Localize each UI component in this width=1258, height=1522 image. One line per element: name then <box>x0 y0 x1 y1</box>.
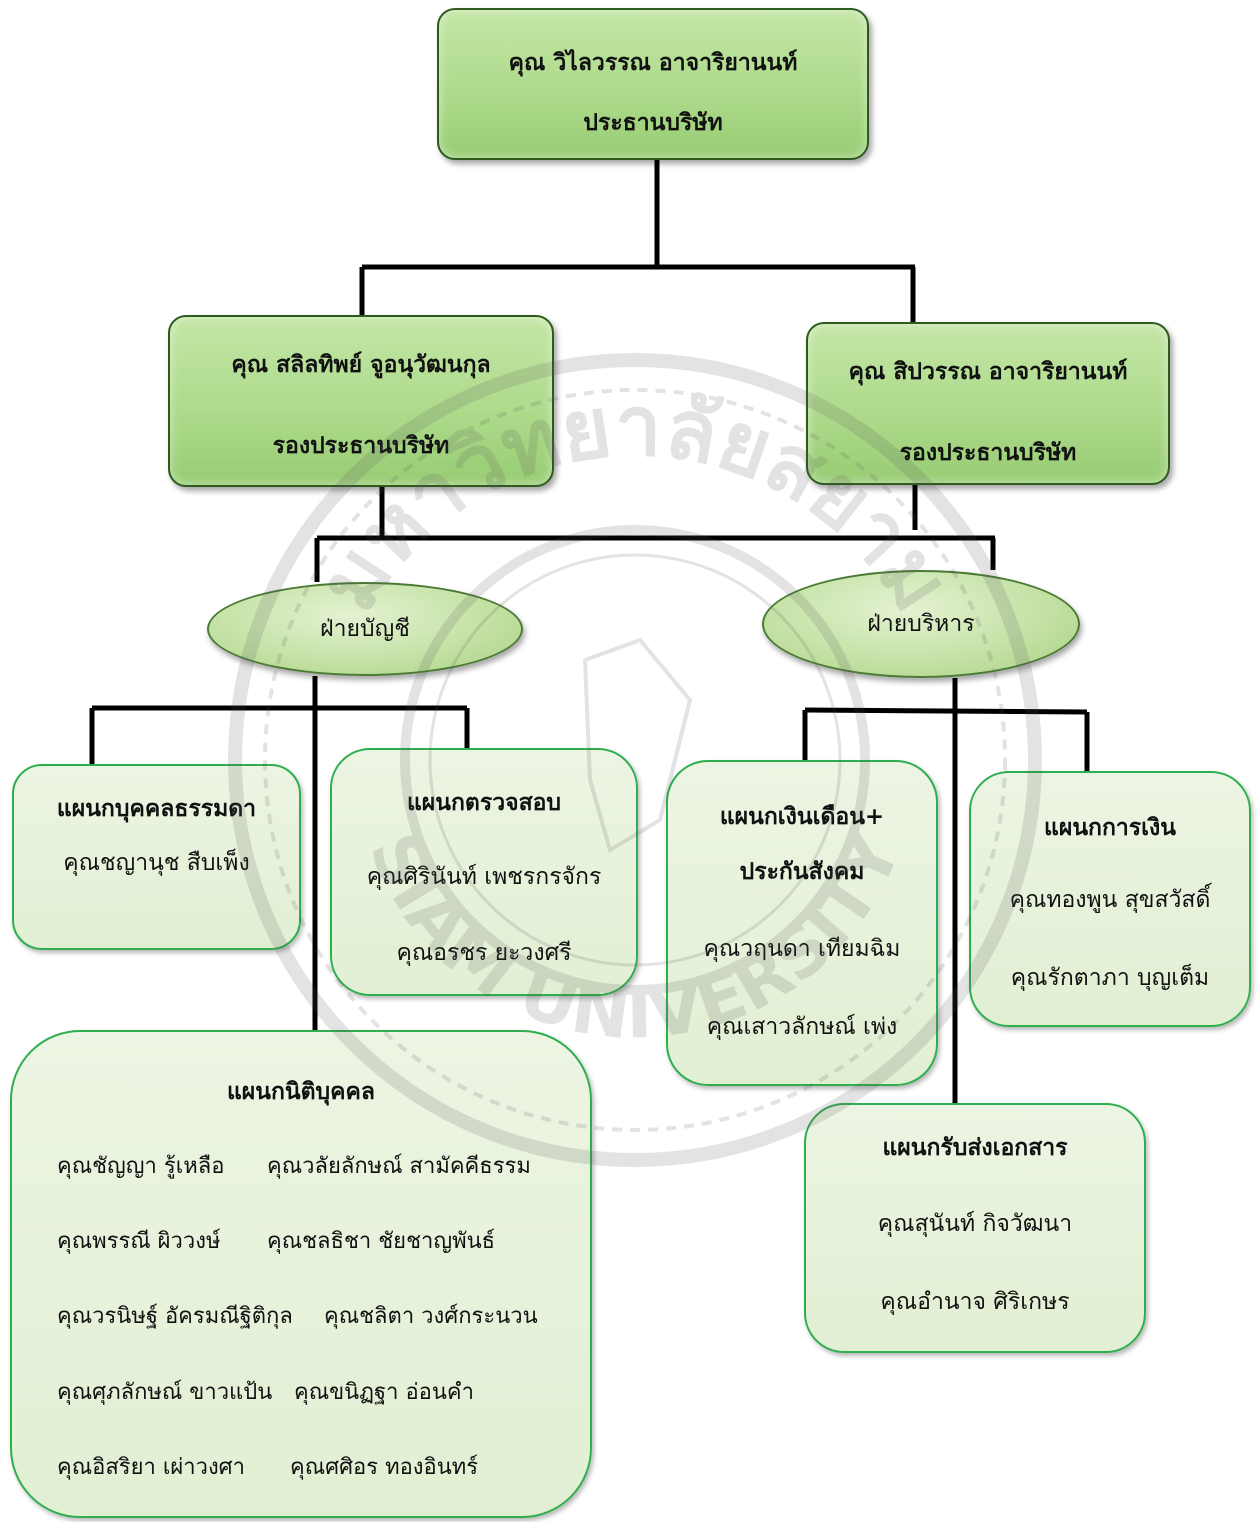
dept-audit-member: คุณศิรินันท์ เพชรกรจักร <box>366 864 602 890</box>
dept-audit-box: แผนกตรวจสอบ คุณศิรินันท์ เพชรกรจักร คุณอ… <box>330 748 638 996</box>
dept-finance-box: แผนกการเงิน คุณทองพูน สุขสวัสดิ์ คุณรักต… <box>969 771 1251 1027</box>
dept-juristic-member: คุณศศิอร ทองอินทร์ <box>290 1455 479 1480</box>
dept-finance-member: คุณรักตาภา บุญเต็ม <box>1010 965 1210 991</box>
dept-juristic-member: คุณอิสริยา เผ่าวงศา <box>57 1455 245 1480</box>
division-accounting-label: ฝ่ายบัญชี <box>320 616 410 642</box>
vp-left-title: รองประธานบริษัท <box>272 432 450 459</box>
dept-payroll-title: ประกันสังคม <box>739 858 865 885</box>
vp-left-box: คุณ สลิลทิพย์ จูอนุวัฒนกุล รองประธานบริษ… <box>168 315 554 487</box>
dept-juristic-member: คุณวลัยลักษณ์ สามัคคีธรรม <box>267 1154 531 1179</box>
vp-right-name: คุณ สิปวรรณ อาจาริยานนท์ <box>848 358 1128 385</box>
dept-individual-box: แผนกบุคคลธรรมดา คุณชญานุช สืบเพ็ง <box>12 764 301 950</box>
dept-payroll-title: แผนกเงินเดือน+ <box>719 803 885 830</box>
president-name: คุณ วิไลวรรณ อาจาริยานนท์ <box>508 49 798 76</box>
dept-documents-title: แผนกรับส่งเอกสาร <box>882 1134 1068 1161</box>
vp-right-title: รองประธานบริษัท <box>899 439 1077 466</box>
division-accounting-oval: ฝ่ายบัญชี <box>207 582 523 676</box>
dept-juristic-member: คุณชลธิชา ชัยชาญพันธ์ <box>267 1229 496 1254</box>
division-admin-oval: ฝ่ายบริหาร <box>762 570 1080 678</box>
dept-payroll-box: แผนกเงินเดือน+ ประกันสังคม คุณวฤนดา เทีย… <box>666 760 938 1086</box>
dept-documents-box: แผนกรับส่งเอกสาร คุณสุนันท์ กิจวัฒนา คุณ… <box>804 1103 1146 1353</box>
dept-documents-member: คุณอำนาจ ศิริเกษร <box>880 1289 1070 1315</box>
dept-juristic-member: คุณขนิฏฐา อ่อนคำ <box>294 1380 474 1405</box>
vp-left-name: คุณ สลิลทิพย์ จูอนุวัฒนกุล <box>231 351 491 378</box>
dept-juristic-member: คุณศุภลักษณ์ ขาวแป้น <box>57 1380 273 1405</box>
dept-audit-title: แผนกตรวจสอบ <box>406 789 562 816</box>
dept-juristic-member: คุณวรนิษฐ์ อัครมณีฐิติกุล <box>57 1304 293 1329</box>
dept-finance-title: แผนกการเงิน <box>1044 814 1176 841</box>
vp-right-box: คุณ สิปวรรณ อาจาริยานนท์ รองประธานบริษัท <box>806 322 1170 485</box>
dept-documents-member: คุณสุนันท์ กิจวัฒนา <box>877 1211 1073 1237</box>
division-admin-label: ฝ่ายบริหาร <box>867 611 975 637</box>
president-box: คุณ วิไลวรรณ อาจาริยานนท์ ประธานบริษัท <box>437 8 869 160</box>
dept-juristic-title: แผนกนิติบุคคล <box>226 1078 376 1105</box>
president-title: ประธานบริษัท <box>583 109 723 136</box>
dept-juristic-box: แผนกนิติบุคคล คุณชัญญา รู้เหลือ คุณพรรณี… <box>10 1030 592 1518</box>
dept-individual-member: คุณชญานุช สืบเพ็ง <box>63 850 250 876</box>
dept-payroll-member: คุณเสาวลักษณ์ เพ่ง <box>706 1014 898 1040</box>
dept-audit-member: คุณอรชร ยะวงศรี <box>396 940 572 966</box>
dept-payroll-member: คุณวฤนดา เทียมฉิม <box>703 936 901 962</box>
dept-individual-title: แผนกบุคคลธรรมดา <box>56 795 257 822</box>
dept-finance-member: คุณทองพูน สุขสวัสดิ์ <box>1009 887 1211 913</box>
dept-juristic-member: คุณพรรณี ผิววงษ์ <box>57 1229 221 1254</box>
dept-juristic-member: คุณชัญญา รู้เหลือ <box>57 1154 225 1179</box>
dept-juristic-member: คุณชลิตา วงศ์กระนวน <box>324 1304 538 1329</box>
